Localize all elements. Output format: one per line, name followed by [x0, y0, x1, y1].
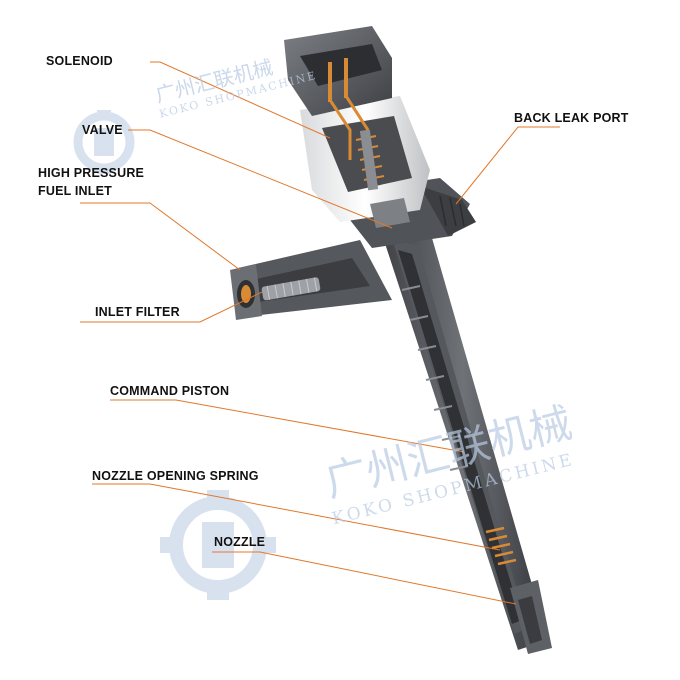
- injector-body: [378, 222, 552, 654]
- label-solenoid: SOLENOID: [46, 54, 113, 68]
- solenoid-housing: [300, 96, 430, 228]
- label-inlet-filter: INLET FILTER: [95, 305, 180, 319]
- label-nozzle-opening-spring: NOZZLE OPENING SPRING: [92, 469, 259, 483]
- watermark-logo-large: [160, 490, 276, 600]
- label-nozzle: NOZZLE: [214, 535, 266, 549]
- label-high-pressure-line2: FUEL INLET: [38, 184, 112, 198]
- leader-command-piston: [110, 399, 465, 453]
- leader-back-leak-port: [455, 126, 560, 205]
- leader-inlet-filter: [80, 291, 263, 323]
- leader-nozzle-opening-spring: [92, 483, 501, 551]
- watermark-logo-small: [73, 110, 135, 174]
- leader-solenoid: [150, 61, 331, 139]
- label-high-pressure-line1: HIGH PRESSURE: [38, 166, 145, 180]
- label-valve: VALVE: [82, 123, 123, 137]
- leader-high-pressure-fuel-inlet: [80, 202, 241, 271]
- fuel-inlet-arm: [230, 240, 392, 320]
- leader-valve: [128, 129, 393, 229]
- leader-lines: [80, 61, 560, 605]
- leader-nozzle: [212, 551, 517, 605]
- label-command-piston: COMMAND PISTON: [110, 384, 230, 398]
- connector-cap: [284, 26, 392, 160]
- label-back-leak-port: BACK LEAK PORT: [514, 111, 629, 125]
